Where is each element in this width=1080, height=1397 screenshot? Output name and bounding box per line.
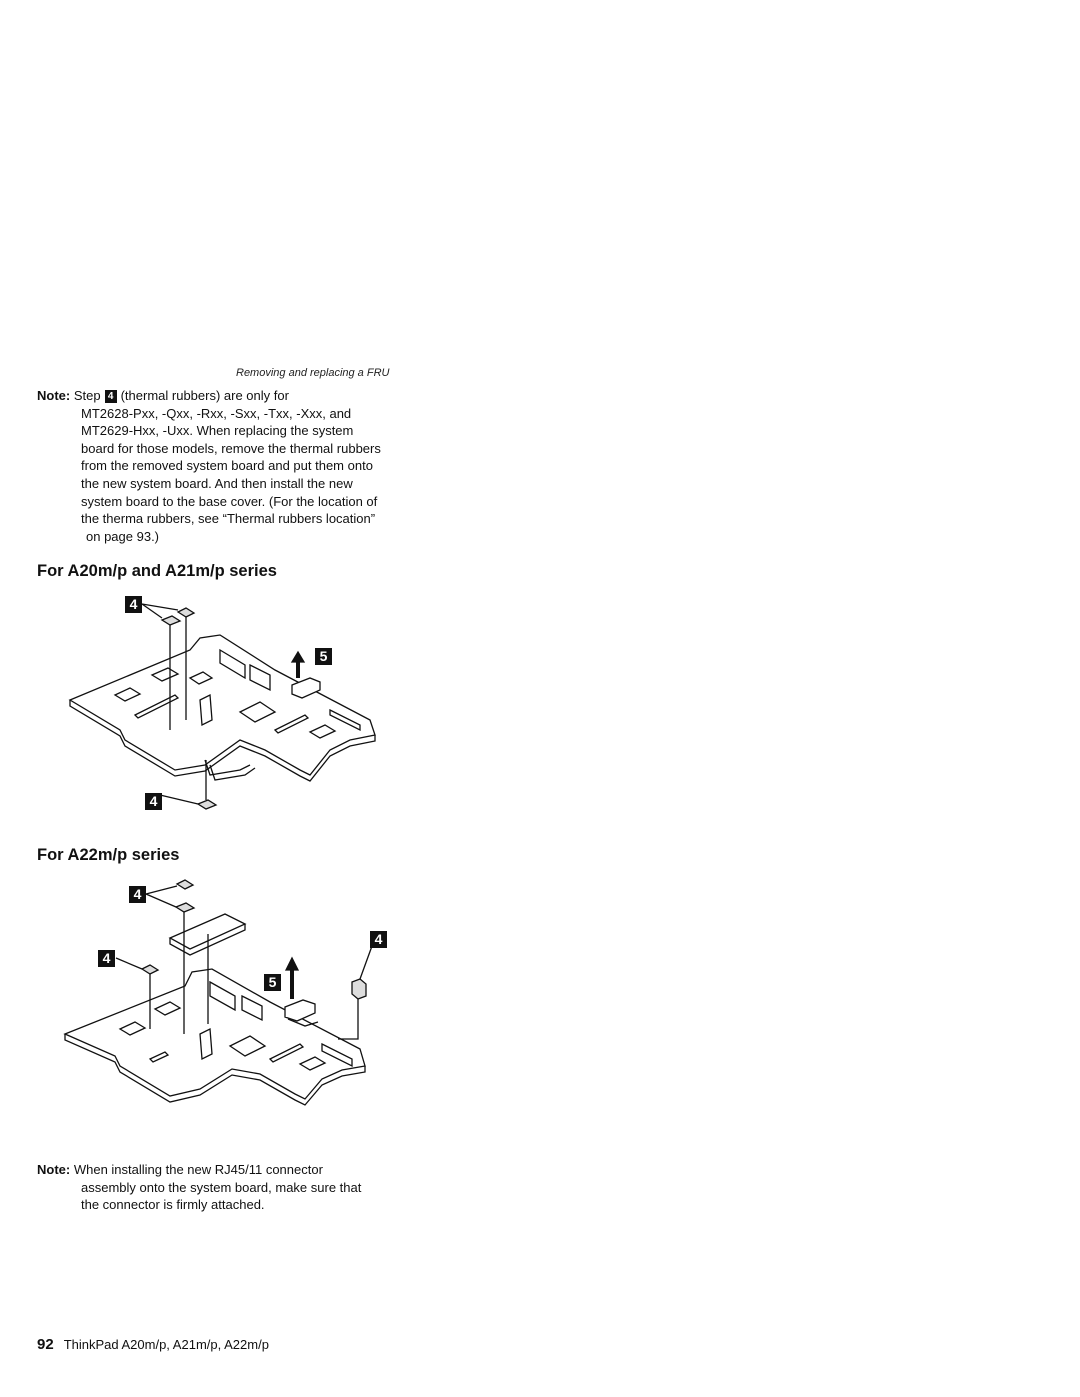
- callout-step-5: 5: [315, 648, 332, 665]
- product-name: ThinkPad A20m/p, A21m/p, A22m/p: [63, 1337, 269, 1352]
- note-rj45-connector: Note: When installing the new RJ45/11 co…: [37, 1161, 427, 1214]
- step-badge: 4: [104, 390, 117, 403]
- section-heading-a20-a21: For A20m/p and A21m/p series: [37, 562, 277, 580]
- note-line: assembly onto the system board, make sur…: [81, 1179, 362, 1195]
- figure-system-board-a22: 4 4 4 5: [60, 874, 390, 1139]
- note-line: the connector is firmly attached.: [81, 1197, 265, 1213]
- callout-step-5: 5: [264, 974, 281, 991]
- step-word: Step: [73, 388, 101, 403]
- note-label: Note:: [37, 1162, 71, 1177]
- note-line: MT2629-Hxx, -Uxx. When replacing the sys…: [81, 423, 354, 439]
- callout-step-4: 4: [125, 596, 142, 613]
- note-line: MT2628-Pxx, -Qxx, -Rxx, -Sxx, -Txx, -Xxx…: [81, 405, 352, 421]
- section-heading-a22: For A22m/p series: [37, 846, 180, 864]
- callout-step-4: 4: [370, 931, 387, 948]
- callout-step-4: 4: [98, 950, 115, 967]
- note-label: Note:: [37, 388, 71, 403]
- note-line: (thermal rubbers) are only for: [120, 388, 289, 403]
- note-line: the therma rubbers, see “Thermal rubbers…: [81, 511, 376, 527]
- callout-step-4: 4: [145, 793, 162, 810]
- note-line: board for those models, remove the therm…: [81, 440, 381, 456]
- note-line: on page 93.): [86, 528, 160, 544]
- figure-system-board-a20-a21: 4 5 4: [60, 590, 390, 825]
- page-number: 92: [37, 1336, 54, 1353]
- note-line: system board to the base cover. (For the…: [81, 493, 378, 509]
- system-board-illustration-b: [63, 879, 373, 1106]
- note-line: from the removed system board and put th…: [81, 458, 373, 474]
- page-footer: 92 ThinkPad A20m/p, A21m/p, A22m/p: [37, 1336, 269, 1353]
- note-line: the new system board. And then install t…: [81, 475, 353, 491]
- system-board-illustration-a: [68, 603, 376, 810]
- callout-step-4: 4: [129, 886, 146, 903]
- note-line: When installing the new RJ45/11 connecto…: [73, 1162, 323, 1177]
- running-header: Removing and replacing a FRU: [236, 367, 390, 379]
